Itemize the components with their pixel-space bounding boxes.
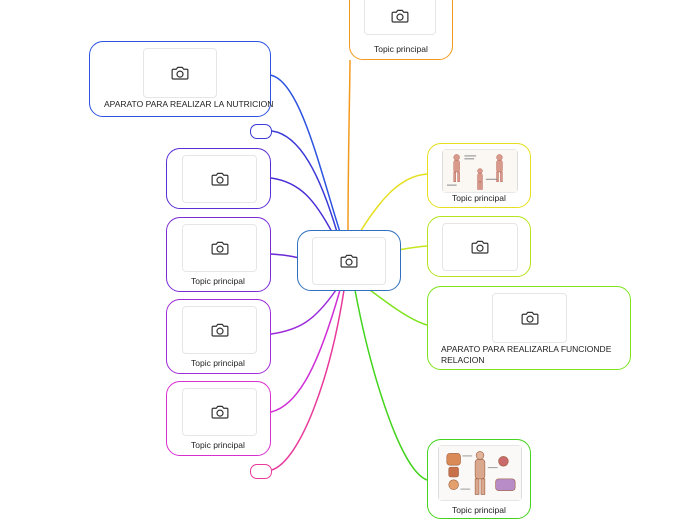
topic-label: APARATO PARA REALIZAR LA NUTRICION [104, 99, 274, 109]
topic-label: Topic principal [452, 505, 506, 515]
link-right4 [354, 289, 428, 481]
camera-icon [211, 323, 228, 337]
image-placeholder [182, 155, 257, 203]
organs-diagram-icon [439, 445, 521, 501]
topic-label-line2: RELACION [441, 355, 485, 365]
image-placeholder [442, 223, 518, 271]
link-right1 [359, 173, 428, 233]
topic-node-top[interactable]: Topic principal [349, 0, 453, 60]
topic-label: Topic principal [452, 193, 506, 203]
topic-node-right1[interactable]: Topic principal [427, 143, 531, 208]
topic-label: Topic principal [191, 358, 245, 368]
image-placeholder [182, 388, 257, 436]
link-small-top [271, 130, 338, 233]
image-placeholder [492, 293, 567, 343]
link-top [347, 59, 351, 233]
camera-icon [391, 9, 409, 23]
organs-image [438, 445, 522, 501]
camera-icon [211, 241, 228, 255]
topic-node-left2[interactable] [166, 148, 271, 209]
central-topic[interactable] [297, 230, 401, 291]
image-placeholder [364, 0, 436, 35]
image-placeholder [182, 224, 257, 272]
collapsed-topic-top[interactable] [250, 124, 272, 139]
camera-icon [211, 405, 228, 419]
link-left3 [270, 253, 301, 259]
collapsed-topic-bottom[interactable] [250, 464, 272, 479]
topic-node-nutricion[interactable]: APARATO PARA REALIZAR LA NUTRICION [89, 41, 274, 117]
link-nutricion [269, 74, 341, 233]
camera-icon [471, 240, 489, 254]
topic-node-left5[interactable]: Topic principal [166, 381, 271, 456]
anatomy-figures-icon [443, 149, 517, 193]
link-left2 [270, 177, 334, 235]
image-placeholder [143, 48, 217, 98]
anatomy-image [442, 149, 518, 193]
link-left5 [270, 289, 341, 413]
topic-node-left4[interactable]: Topic principal [166, 299, 271, 374]
camera-icon [211, 172, 228, 186]
topic-label-line1: APARATO PARA REALIZARLA FUNCIONDE [441, 344, 612, 354]
link-right2 [397, 245, 428, 251]
image-placeholder [312, 237, 386, 285]
link-left4 [270, 289, 337, 335]
topic-label: Topic principal [374, 44, 428, 54]
link-relacion [369, 289, 428, 326]
image-placeholder [182, 306, 257, 354]
topic-node-right4[interactable]: Topic principal [427, 439, 531, 519]
topic-label: Topic principal [191, 440, 245, 450]
topic-label: Topic principal [191, 276, 245, 286]
link-small-bottom [271, 289, 345, 471]
camera-icon [171, 66, 189, 80]
camera-icon [340, 254, 358, 268]
topic-node-right2[interactable] [427, 216, 531, 277]
topic-node-left3[interactable]: Topic principal [166, 217, 271, 292]
topic-node-relacion[interactable]: APARATO PARA REALIZARLA FUNCIONDE RELACI… [427, 286, 631, 370]
camera-icon [521, 311, 538, 325]
